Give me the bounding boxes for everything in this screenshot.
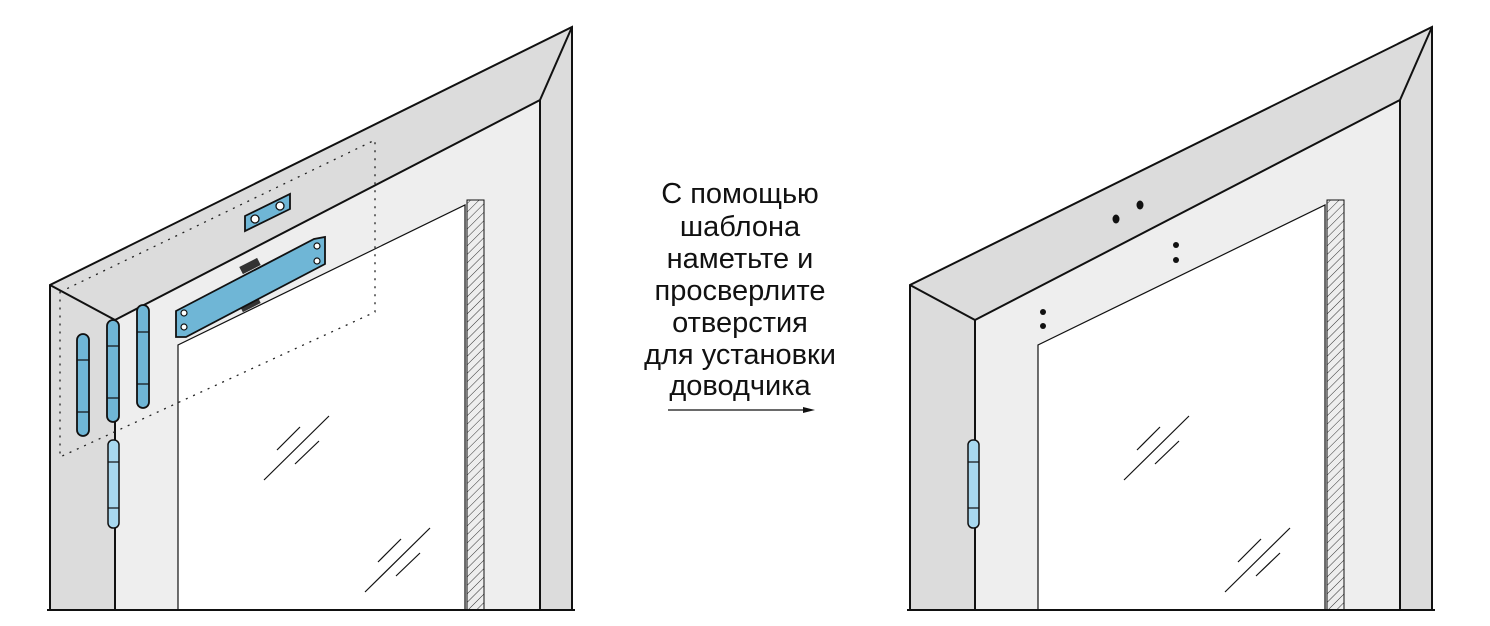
template-bracket-plate bbox=[244, 192, 291, 233]
instruction-line: доводчика bbox=[669, 370, 811, 402]
instruction-line: наметьте и bbox=[667, 243, 814, 275]
instruction-text: С помощью шаблона наметьте и просверлите… bbox=[644, 178, 836, 402]
instruction-line: шаблона bbox=[680, 211, 801, 243]
instruction-line: просверлите bbox=[654, 275, 825, 307]
door-with-drilled-holes bbox=[906, 26, 1436, 611]
drilled-holes bbox=[1040, 200, 1179, 329]
instruction-line: отверстия bbox=[672, 307, 808, 339]
door-with-template bbox=[46, 26, 576, 611]
template-hinge-marks bbox=[76, 304, 150, 437]
arrow-right-icon bbox=[668, 407, 815, 413]
instruction-line: С помощью bbox=[661, 178, 819, 210]
template-outline bbox=[59, 138, 376, 459]
instruction-line: для установки bbox=[644, 339, 836, 371]
template-closer-plate bbox=[175, 235, 326, 338]
